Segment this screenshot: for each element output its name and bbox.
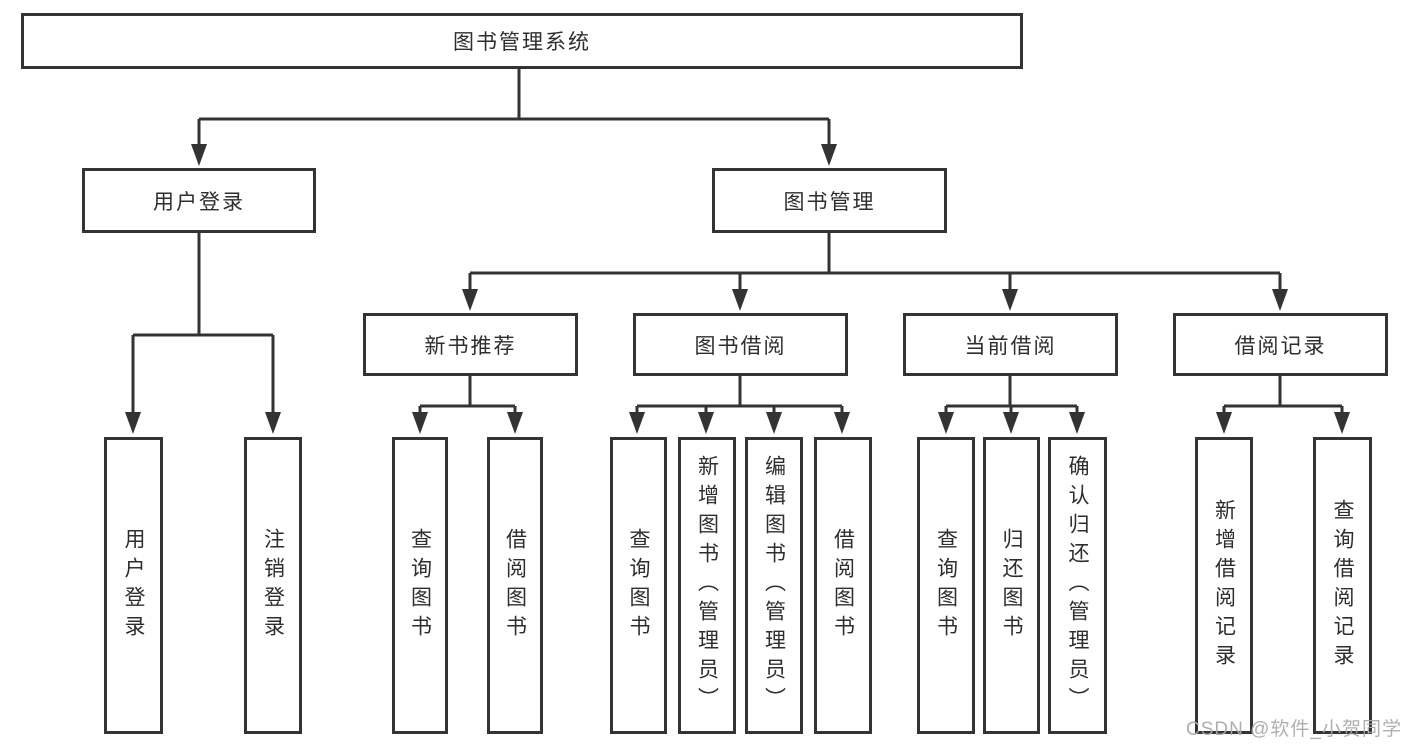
node-label: 确认归还（管理员） — [1066, 455, 1089, 716]
leaf-edit-books-admin: 编辑图书（管理员） — [745, 437, 803, 734]
leaf-borrow-books-recommend: 借阅图书 — [487, 437, 543, 734]
node-label: 查询图书 — [408, 527, 432, 644]
node-label: 新增图书（管理员） — [695, 455, 719, 716]
leaf-logout: 注销登录 — [244, 437, 302, 734]
node-borrowing-records: 借阅记录 — [1173, 313, 1388, 376]
node-label: 图书管理系统 — [453, 31, 591, 54]
leaf-user-login: 用户登录 — [104, 437, 163, 734]
leaf-return-books: 归还图书 — [983, 437, 1040, 734]
node-library-management-system: 图书管理系统 — [21, 13, 1023, 69]
node-current-borrowing: 当前借阅 — [903, 313, 1118, 376]
node-label: 查询借阅记录 — [1331, 498, 1354, 673]
node-label: 图书借阅 — [694, 334, 787, 358]
node-label: 查询图书 — [934, 527, 958, 644]
leaf-query-books-recommend: 查询图书 — [392, 437, 448, 734]
node-label: 借阅图书 — [503, 527, 527, 644]
node-book-management: 图书管理 — [712, 168, 947, 233]
node-book-borrowing: 图书借阅 — [633, 313, 848, 376]
node-label: 用户登录 — [153, 190, 245, 214]
leaf-confirm-return-admin: 确认归还（管理员） — [1048, 437, 1107, 734]
leaf-query-books-current: 查询图书 — [917, 437, 975, 734]
node-user-login: 用户登录 — [82, 168, 316, 233]
leaf-query-books-borrowing: 查询图书 — [610, 437, 667, 734]
node-label: 查询图书 — [627, 527, 650, 644]
leaf-add-books-admin: 新增图书（管理员） — [678, 437, 736, 734]
node-label: 图书管理 — [783, 190, 876, 214]
node-label: 当前借阅 — [964, 334, 1057, 358]
leaf-add-borrow-record: 新增借阅记录 — [1195, 437, 1253, 734]
node-label: 注销登录 — [261, 527, 285, 644]
node-label: 用户登录 — [122, 527, 145, 644]
node-label: 新增借阅记录 — [1212, 498, 1236, 673]
node-label: 归还图书 — [1000, 527, 1023, 644]
csdn-watermark: CSDN @软件_小贺同学 — [1186, 719, 1402, 740]
node-label: 编辑图书（管理员） — [762, 455, 786, 716]
leaf-query-borrow-record: 查询借阅记录 — [1313, 437, 1372, 734]
node-new-book-recommend: 新书推荐 — [363, 313, 578, 376]
leaf-borrow-books: 借阅图书 — [814, 437, 872, 734]
node-label: 借阅记录 — [1234, 334, 1327, 358]
node-label: 借阅图书 — [831, 527, 855, 644]
node-label: 新书推荐 — [424, 334, 517, 358]
